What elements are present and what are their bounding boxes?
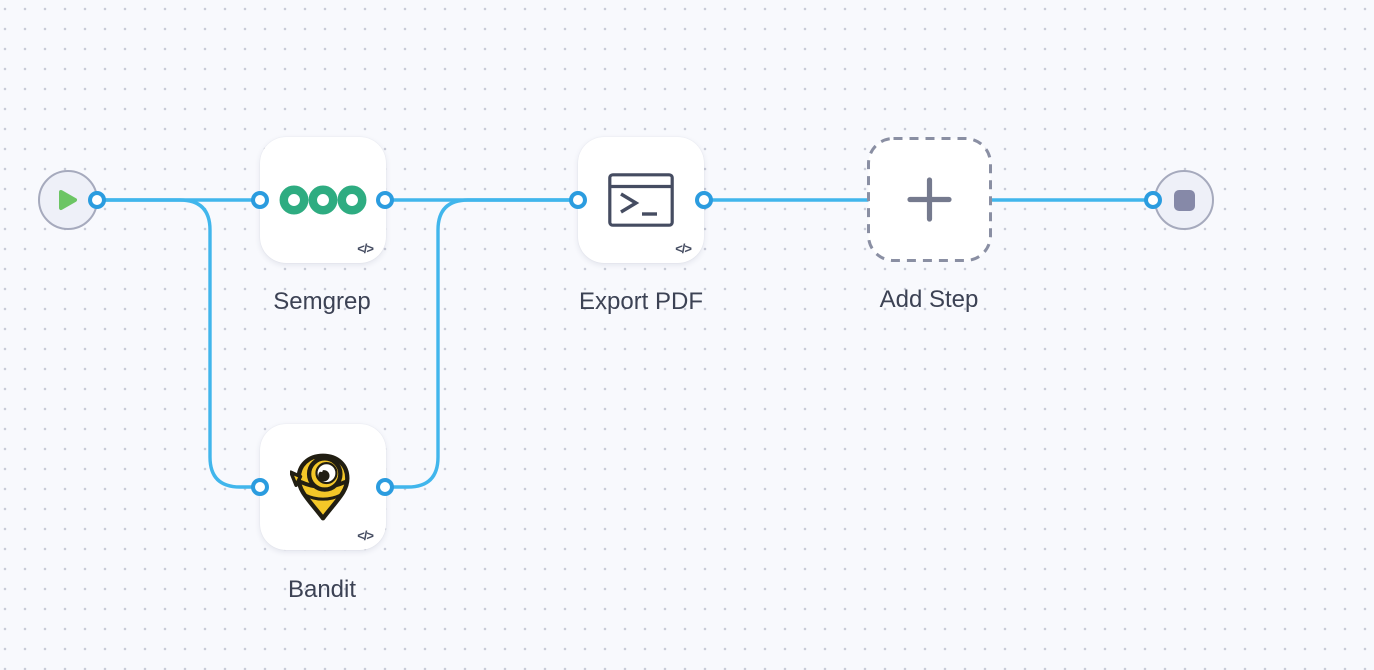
port-export-pdf-in[interactable] xyxy=(569,191,587,209)
code-badge: </> xyxy=(357,241,374,256)
node-label-add-step: Add Step xyxy=(879,286,979,313)
bandit-logo xyxy=(290,453,350,521)
add-step-button[interactable] xyxy=(867,137,992,262)
end-node[interactable] xyxy=(1154,170,1214,230)
node-semgrep[interactable]: </> xyxy=(260,137,386,263)
plus-icon xyxy=(907,177,952,222)
port-bandit-out[interactable] xyxy=(376,478,394,496)
port-semgrep-out[interactable] xyxy=(376,191,394,209)
port-end-in[interactable] xyxy=(1144,191,1162,209)
terminal-icon xyxy=(608,173,674,227)
stop-icon xyxy=(1173,189,1195,211)
edge-bandit-to-export-pdf xyxy=(383,198,580,489)
code-badge: </> xyxy=(675,241,692,256)
port-export-pdf-out[interactable] xyxy=(695,191,713,209)
port-start-out[interactable] xyxy=(88,191,106,209)
node-label-bandit: Bandit xyxy=(287,576,357,603)
node-label-semgrep: Semgrep xyxy=(273,288,371,315)
node-bandit[interactable]: </> xyxy=(260,424,386,550)
port-semgrep-in[interactable] xyxy=(251,191,269,209)
port-bandit-in[interactable] xyxy=(251,478,269,496)
semgrep-logo xyxy=(279,185,367,215)
play-icon xyxy=(59,190,77,210)
node-label-export-pdf: Export PDF xyxy=(578,288,704,315)
node-export-pdf[interactable]: </> xyxy=(578,137,704,263)
edge-start-to-bandit xyxy=(95,198,262,489)
code-badge: </> xyxy=(357,528,374,543)
